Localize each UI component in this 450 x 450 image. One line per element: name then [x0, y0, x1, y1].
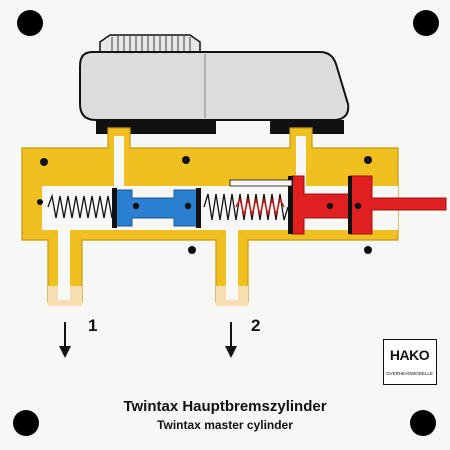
outlet-arrow-1	[59, 322, 71, 358]
secondary-piston	[112, 188, 201, 228]
primary-seal-right	[348, 176, 352, 234]
reservoir-body	[79, 51, 350, 121]
secondary-seal-left	[112, 188, 117, 228]
diagram-subtitle: Twintax master cylinder	[157, 418, 293, 432]
cylinder-housing	[21, 127, 399, 306]
reservoir-base-right	[270, 120, 344, 134]
corner-hole-bottom-left	[13, 410, 39, 436]
housing-bolts	[37, 156, 372, 254]
corner-hole-top-right	[413, 10, 439, 36]
outlet-channel-2	[226, 230, 238, 300]
hako-logo: HAKO OVERHEADMODELLE	[383, 339, 437, 385]
primary-seal-left	[288, 176, 293, 234]
secondary-spring	[47, 193, 121, 219]
corner-hole-bottom-right	[410, 410, 436, 436]
outlet-channel-1	[58, 230, 70, 300]
diagram-title: Twintax Hauptbremszylinder	[123, 398, 327, 415]
primary-inner-spring	[235, 197, 285, 216]
logo-subtext: OVERHEADMODELLE	[386, 371, 433, 376]
reservoir	[79, 34, 350, 134]
port-label-2: 2	[251, 316, 261, 335]
feed-passage-2	[296, 136, 306, 188]
port-label-1: 1	[88, 316, 98, 335]
primary-spring-retainer	[229, 179, 293, 187]
outlet-arrow-2	[225, 322, 237, 358]
secondary-seal-right	[196, 188, 201, 228]
feed-passage-1	[114, 136, 124, 188]
corner-hole-top-left	[17, 10, 43, 36]
logo-text: HAKO	[389, 347, 430, 363]
primary-piston	[229, 175, 447, 235]
